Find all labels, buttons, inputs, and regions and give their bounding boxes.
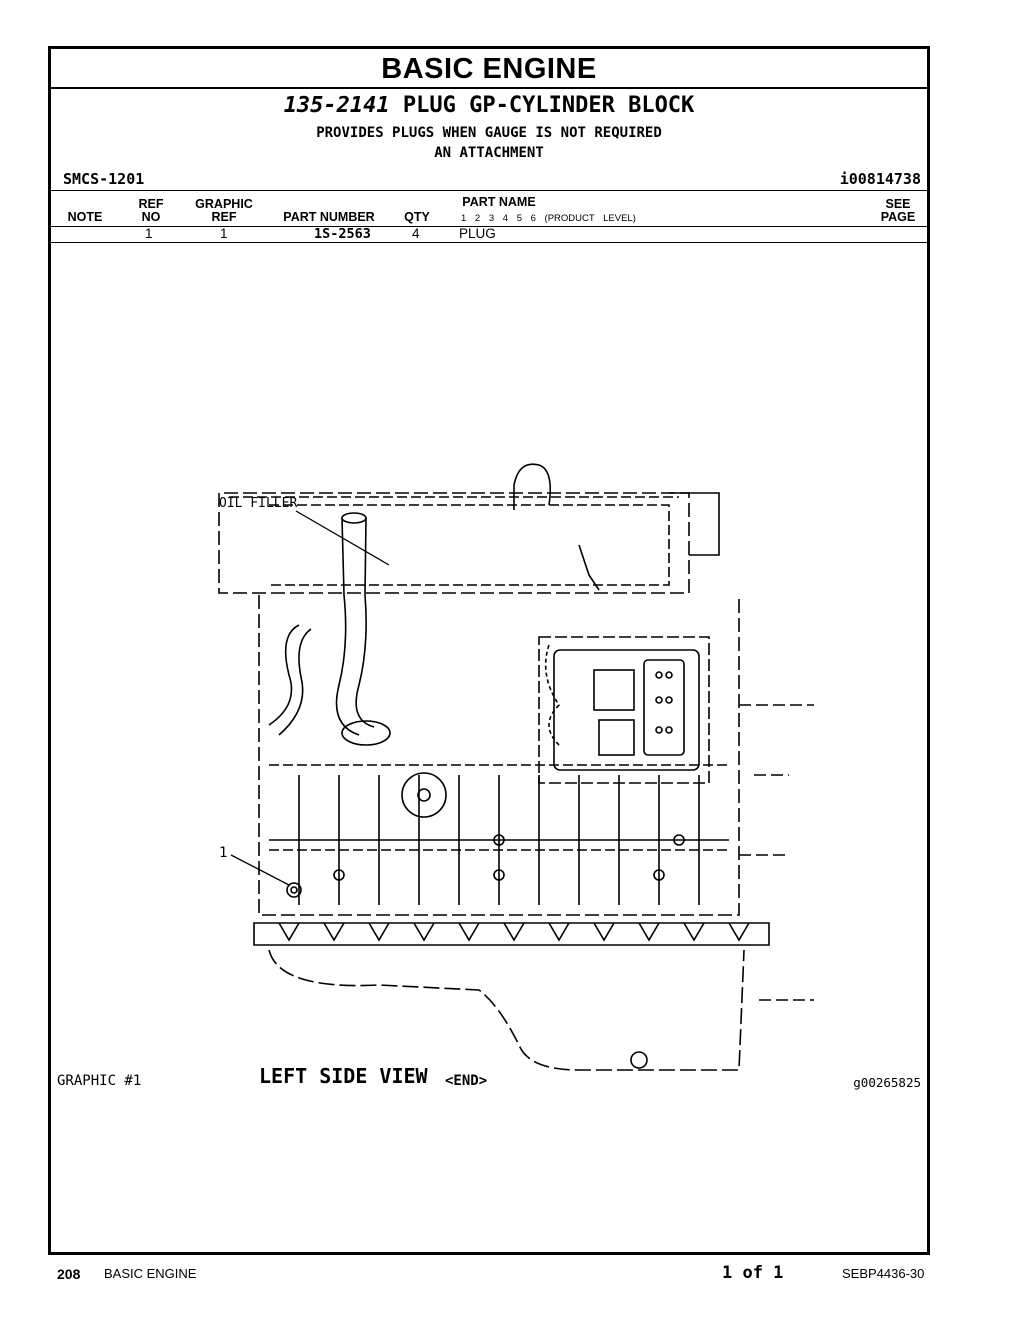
footer-page-number: 208 xyxy=(57,1266,81,1282)
footer-section: BASIC ENGINE xyxy=(104,1266,197,1281)
header-part-number: PART NUMBER xyxy=(283,210,375,224)
sensor-wire xyxy=(578,544,600,591)
header-part-name: PART NAME xyxy=(462,195,536,209)
footer-doc-id: SEBP4436-30 xyxy=(842,1266,925,1281)
header-graphic-bottom: REF xyxy=(211,210,237,224)
side-pipe-2 xyxy=(278,628,312,736)
info-id: i00814738 xyxy=(839,170,921,188)
group-note-2: AN ATTACHMENT xyxy=(434,145,544,161)
group-note-1: PROVIDES PLUGS WHEN GAUGE IS NOT REQUIRE… xyxy=(316,125,662,141)
valve-cover xyxy=(218,492,720,594)
group-title: 135-2141 PLUG GP-CYLINDER BLOCK xyxy=(51,93,927,118)
table-header-bottom-rule xyxy=(51,226,927,227)
group-name: PLUG GP-CYLINDER BLOCK xyxy=(402,93,695,118)
section-title: BASIC ENGINE xyxy=(51,49,927,89)
page-frame: BASIC ENGINE 135-2141 PLUG GP-CYLINDER B… xyxy=(48,46,930,1255)
table-header-top-rule xyxy=(51,190,927,191)
oil-filler-label: OIL FILLER xyxy=(219,496,297,511)
callout-1-leader xyxy=(230,854,290,886)
graphic-label: GRAPHIC #1 xyxy=(57,1073,142,1089)
footer-page-of: 1 of 1 xyxy=(722,1263,784,1283)
header-qty: QTY xyxy=(404,210,430,224)
wiring-harness xyxy=(513,463,552,510)
oil-pan-rail xyxy=(253,922,770,946)
header-ref-bottom: NO xyxy=(141,210,161,224)
header-see-bottom: PAGE xyxy=(880,210,916,224)
group-number[interactable]: 135-2141 xyxy=(283,93,390,118)
row-graphic-ref: 1 xyxy=(220,226,228,241)
oil-pan xyxy=(268,949,745,1071)
header-note: NOTE xyxy=(67,210,103,224)
oil-filler-tube xyxy=(335,512,391,746)
engine-block xyxy=(258,595,740,916)
end-marker: <END> xyxy=(445,1073,488,1089)
row-qty: 4 xyxy=(412,226,420,241)
engine-illustration: OIL FILLER 1 LEFT SIDE VIEW xyxy=(218,463,814,1088)
row-part-number[interactable]: 1S-2563 xyxy=(314,226,371,242)
row-ref-no: 1 xyxy=(145,226,153,241)
table-row-rule xyxy=(51,242,927,243)
header-graphic-top: GRAPHIC xyxy=(195,197,253,211)
row-part-name: PLUG xyxy=(459,226,496,241)
plug-location xyxy=(286,882,302,898)
ecm-module xyxy=(538,636,710,784)
smcs-code: SMCS-1201 xyxy=(63,170,145,188)
header-see-top: SEE xyxy=(885,197,911,211)
callout-1-label: 1 xyxy=(219,845,227,861)
flywheel-housing xyxy=(739,704,814,1001)
graphic-id: g00265825 xyxy=(853,1075,921,1090)
view-caption: LEFT SIDE VIEW xyxy=(259,1064,429,1088)
header-product-levels: 1 2 3 4 5 6 (PRODUCT LEVEL) xyxy=(461,213,636,224)
oil-filler-leader xyxy=(295,510,390,566)
side-pipe xyxy=(268,624,300,726)
header-ref-top: REF xyxy=(138,197,164,211)
